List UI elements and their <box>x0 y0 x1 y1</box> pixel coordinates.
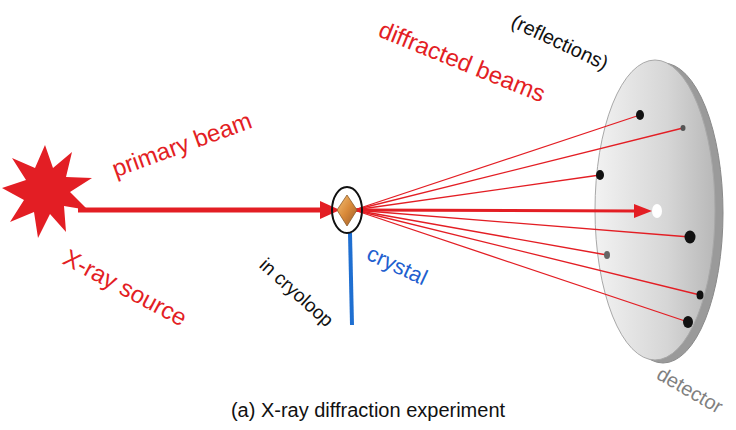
beam-label: primary beam <box>109 108 256 183</box>
reflection-spot <box>697 291 704 300</box>
annotation-label: (reflections) <box>508 10 612 74</box>
reflection-spot <box>604 251 610 259</box>
sample-label: in cryoloop <box>255 254 337 331</box>
direct-beam <box>354 210 636 211</box>
sample-label: crystal <box>363 242 431 291</box>
diffracted-beam <box>354 210 700 295</box>
crystal <box>337 195 357 226</box>
diffracted-beam <box>354 210 607 255</box>
reflection-spot <box>685 231 696 244</box>
diffracted-beam <box>354 128 683 210</box>
diffracted-beams <box>354 115 700 322</box>
primary-beam <box>78 208 324 213</box>
diffracted-beam <box>354 210 688 322</box>
diffracted-beam <box>354 115 640 210</box>
beam-stop-hole <box>652 204 662 218</box>
xray-source-burst <box>2 145 92 238</box>
cryoloop <box>332 187 362 233</box>
component-label: detector <box>653 362 727 417</box>
figure-caption: (a) X-ray diffraction experiment <box>231 399 505 421</box>
cryoloop-pin <box>350 233 352 325</box>
source-label: X-ray source <box>59 244 192 331</box>
reflection-spot <box>683 316 693 328</box>
reflection-spot <box>596 170 604 180</box>
reflection-spot <box>636 110 644 120</box>
reflection-spots <box>596 110 704 328</box>
diffracted-beam <box>354 175 600 210</box>
reflection-spot <box>681 125 686 131</box>
direct-beam-arrowhead <box>634 204 652 218</box>
